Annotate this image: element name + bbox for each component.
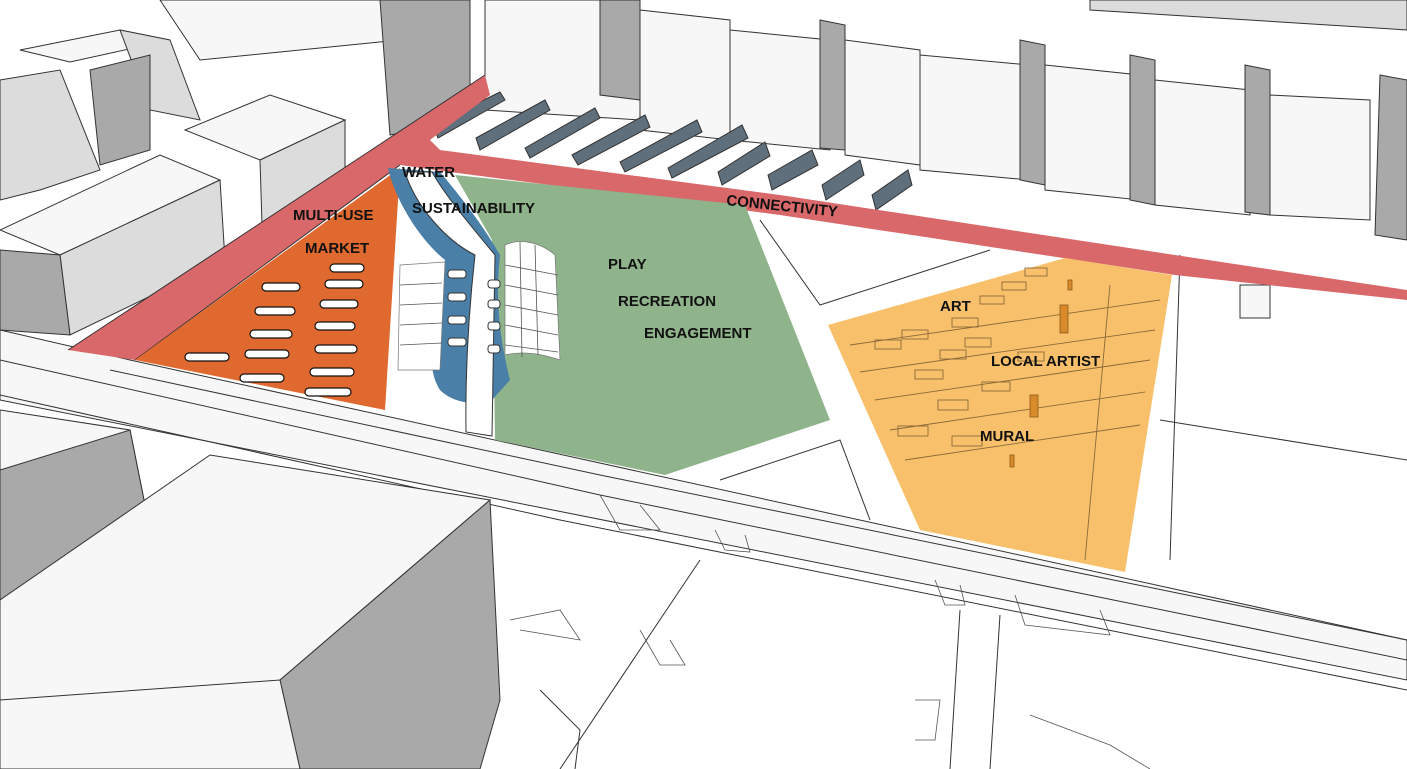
label-art: ART: [940, 298, 971, 315]
zone-market: [135, 168, 400, 410]
connectivity-path: [68, 75, 1407, 360]
art-panels: [849, 267, 1161, 561]
label-engagement: ENGAGEMENT: [644, 325, 752, 342]
buildings-top-row: [484, 0, 1407, 241]
labels: WATER SUSTAINABILITY MULTI-USE MARKET CO…: [293, 164, 1100, 445]
pavilion-structures: [397, 241, 561, 371]
zone-connectivity: [67, 74, 1407, 361]
buildings-foreground: [0, 409, 581, 769]
zone-art: [828, 258, 1172, 572]
label-local-artist: LOCAL ARTIST: [991, 353, 1100, 370]
label-sustainability: SUSTAINABILITY: [412, 200, 535, 217]
art-area: [828, 258, 1172, 572]
label-mural: MURAL: [980, 428, 1034, 445]
label-recreation: RECREATION: [618, 293, 716, 310]
zone-water: [388, 168, 510, 437]
market-stalls: [184, 263, 365, 397]
label-market: MARKET: [305, 240, 369, 257]
label-water: WATER: [402, 164, 455, 181]
parking-fins: [432, 91, 913, 211]
label-multi-use: MULTI-USE: [293, 207, 374, 224]
label-play: PLAY: [608, 256, 647, 273]
